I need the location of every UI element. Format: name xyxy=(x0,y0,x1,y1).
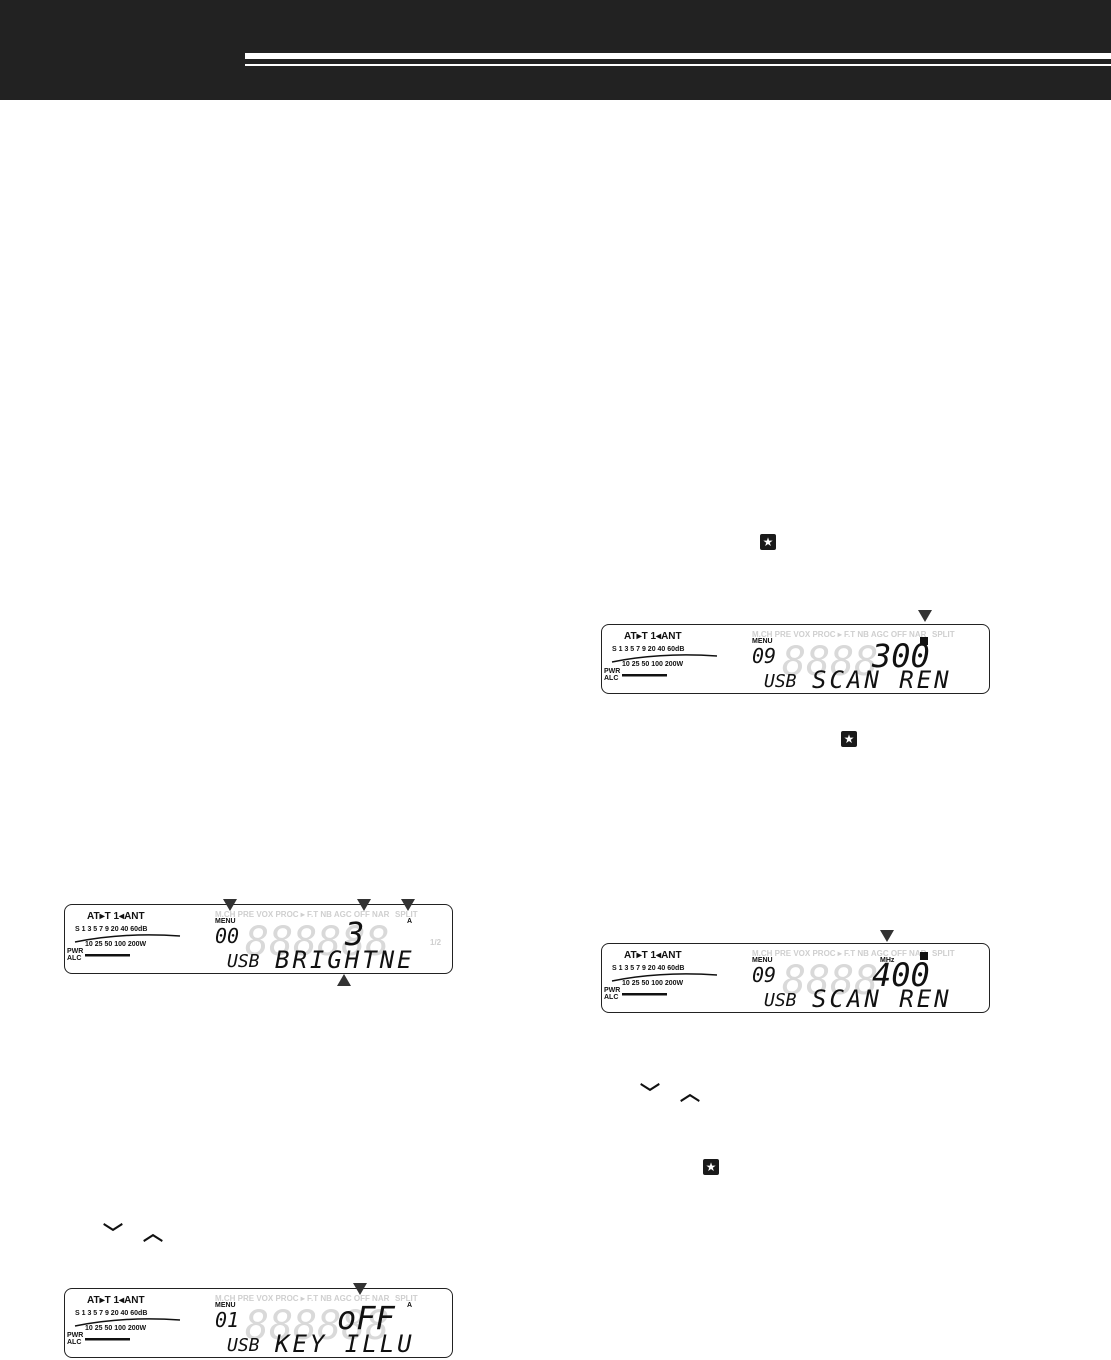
menu-value: 3 xyxy=(344,915,364,953)
indicator-arrow-up xyxy=(337,974,351,986)
svg-text:M.CH PRE VOX PROC ▸ F.T NB A: M.CH PRE VOX PROC ▸ F.T NB AGC OFF NAR xyxy=(752,949,927,958)
up-key-glyph: ︿ xyxy=(143,1221,163,1245)
svg-text:888888: 888888 xyxy=(245,1303,390,1349)
sub-indicator: A xyxy=(407,918,412,925)
alc-label: ALC xyxy=(604,994,618,1001)
alc-label: ALC xyxy=(67,955,81,962)
menu-label: MENU xyxy=(215,1302,236,1309)
menu-name: BRIGHTNE xyxy=(275,946,415,973)
svg-text:M.CH PRE VOX PROC ▸ F.T NB A: M.CH PRE VOX PROC ▸ F.T NB AGC OFF NAR xyxy=(752,630,927,639)
down-key-icon: ﹀ xyxy=(103,1223,123,1243)
svg-text:SPLIT: SPLIT xyxy=(395,1294,418,1303)
header-rule-thin xyxy=(245,64,1111,66)
indicator-arrow-down xyxy=(401,899,415,911)
pwr-label: PWR xyxy=(604,987,620,994)
menu-value: 300 xyxy=(871,637,930,675)
at-ant-label: AT▸T 1◂ANT xyxy=(87,911,145,922)
indicator-arrow-down xyxy=(357,899,371,911)
menu-label: MENU xyxy=(215,918,236,925)
star-key-icon: ★ xyxy=(703,1159,719,1175)
sub-indicator: A xyxy=(407,1302,412,1309)
down-key-glyph: ﹀ xyxy=(103,1221,123,1245)
star-indicator-icon xyxy=(920,952,928,960)
pwr-scale: 10 25 50 100 200W xyxy=(622,661,683,668)
pwr-scale: 10 25 50 100 200W xyxy=(85,1325,146,1332)
alc-label: ALC xyxy=(604,675,618,682)
pwr-label: PWR xyxy=(67,948,83,955)
menu-number: 09 xyxy=(752,644,776,668)
at-ant-label: AT▸T 1◂ANT xyxy=(624,631,682,642)
s-meter-scale: S 1 3 5 7 9 20 40 60dB xyxy=(612,965,684,972)
lcd-display-brightness: M.CH PRE VOX PROC ▸ F.T NB AGC OFF NAR S… xyxy=(64,904,453,974)
pwr-scale: 10 25 50 100 200W xyxy=(85,941,146,948)
up-key-icon: ︿ xyxy=(143,1223,163,1243)
star-key-icon: ★ xyxy=(760,534,776,550)
svg-text:M.CH PRE VOX PROC ▸ F.T NB A: M.CH PRE VOX PROC ▸ F.T NB AGC OFF NAR xyxy=(215,1294,390,1303)
alc-label: ALC xyxy=(67,1339,81,1346)
svg-text:SPLIT: SPLIT xyxy=(932,630,955,639)
pwr-scale: 10 25 50 100 200W xyxy=(622,980,683,987)
svg-text:888888: 888888 xyxy=(245,919,390,965)
mode-usb: USB xyxy=(764,990,797,1011)
svg-text:SPLIT: SPLIT xyxy=(932,949,955,958)
up-key-glyph: ︿ xyxy=(680,1081,700,1105)
mode-usb: USB xyxy=(764,671,797,692)
menu-number: 01 xyxy=(215,1308,239,1332)
lcd-display-scan-range-300: M.CH PRE VOX PROC ▸ F.T NB AGC OFF NAR S… xyxy=(601,624,990,694)
menu-number: 09 xyxy=(752,963,776,987)
at-ant-label: AT▸T 1◂ANT xyxy=(624,950,682,961)
indicator-arrow-down xyxy=(918,610,932,622)
menu-name: SCAN REN xyxy=(812,985,952,1012)
star-indicator-icon xyxy=(920,637,928,645)
svg-text:SPLIT: SPLIT xyxy=(395,910,418,919)
star-key-icon: ★ xyxy=(841,731,857,747)
menu-number: 00 xyxy=(215,924,239,948)
menu-value: oFF xyxy=(337,1299,396,1337)
mode-usb: USB xyxy=(227,951,260,972)
menu-value: 400 xyxy=(872,956,930,994)
unit-label: MHz xyxy=(880,957,895,964)
menu-label: MENU xyxy=(752,957,773,964)
star-key-glyph: ★ xyxy=(762,535,774,549)
star-key-glyph: ★ xyxy=(705,1160,717,1174)
s-meter-scale: S 1 3 5 7 9 20 40 60dB xyxy=(75,926,147,933)
pwr-label: PWR xyxy=(67,1332,83,1339)
svg-text:1/2: 1/2 xyxy=(430,938,442,947)
svg-text:8888: 8888 xyxy=(782,639,878,685)
header-rule-thick xyxy=(245,53,1111,59)
indicator-arrow-down xyxy=(223,899,237,911)
lcd-display-key-illumination: M.CH PRE VOX PROC ▸ F.T NB AGC OFF NAR S… xyxy=(64,1288,453,1358)
at-ant-label: AT▸T 1◂ANT xyxy=(87,1295,145,1306)
s-meter-scale: S 1 3 5 7 9 20 40 60dB xyxy=(75,1310,147,1317)
page-header-band xyxy=(0,0,1111,100)
mode-usb: USB xyxy=(227,1335,260,1356)
up-key-icon: ︿ xyxy=(680,1083,700,1103)
star-key-glyph: ★ xyxy=(843,732,855,746)
s-meter-scale: S 1 3 5 7 9 20 40 60dB xyxy=(612,646,684,653)
down-key-icon: ﹀ xyxy=(640,1083,660,1103)
menu-name: KEY ILLU xyxy=(274,1330,415,1357)
menu-name: SCAN REN xyxy=(812,666,952,693)
svg-text:8888: 8888 xyxy=(782,958,878,1004)
menu-label: MENU xyxy=(752,638,773,645)
indicator-arrow-down xyxy=(353,1283,367,1295)
pwr-label: PWR xyxy=(604,668,620,675)
lcd-display-scan-range-400: M.CH PRE VOX PROC ▸ F.T NB AGC OFF NAR S… xyxy=(601,943,990,1013)
svg-text:M.CH PRE VOX PROC ▸ F.T NB A: M.CH PRE VOX PROC ▸ F.T NB AGC OFF NAR xyxy=(215,910,390,919)
down-key-glyph: ﹀ xyxy=(640,1081,660,1105)
indicator-arrow-down xyxy=(880,930,894,942)
